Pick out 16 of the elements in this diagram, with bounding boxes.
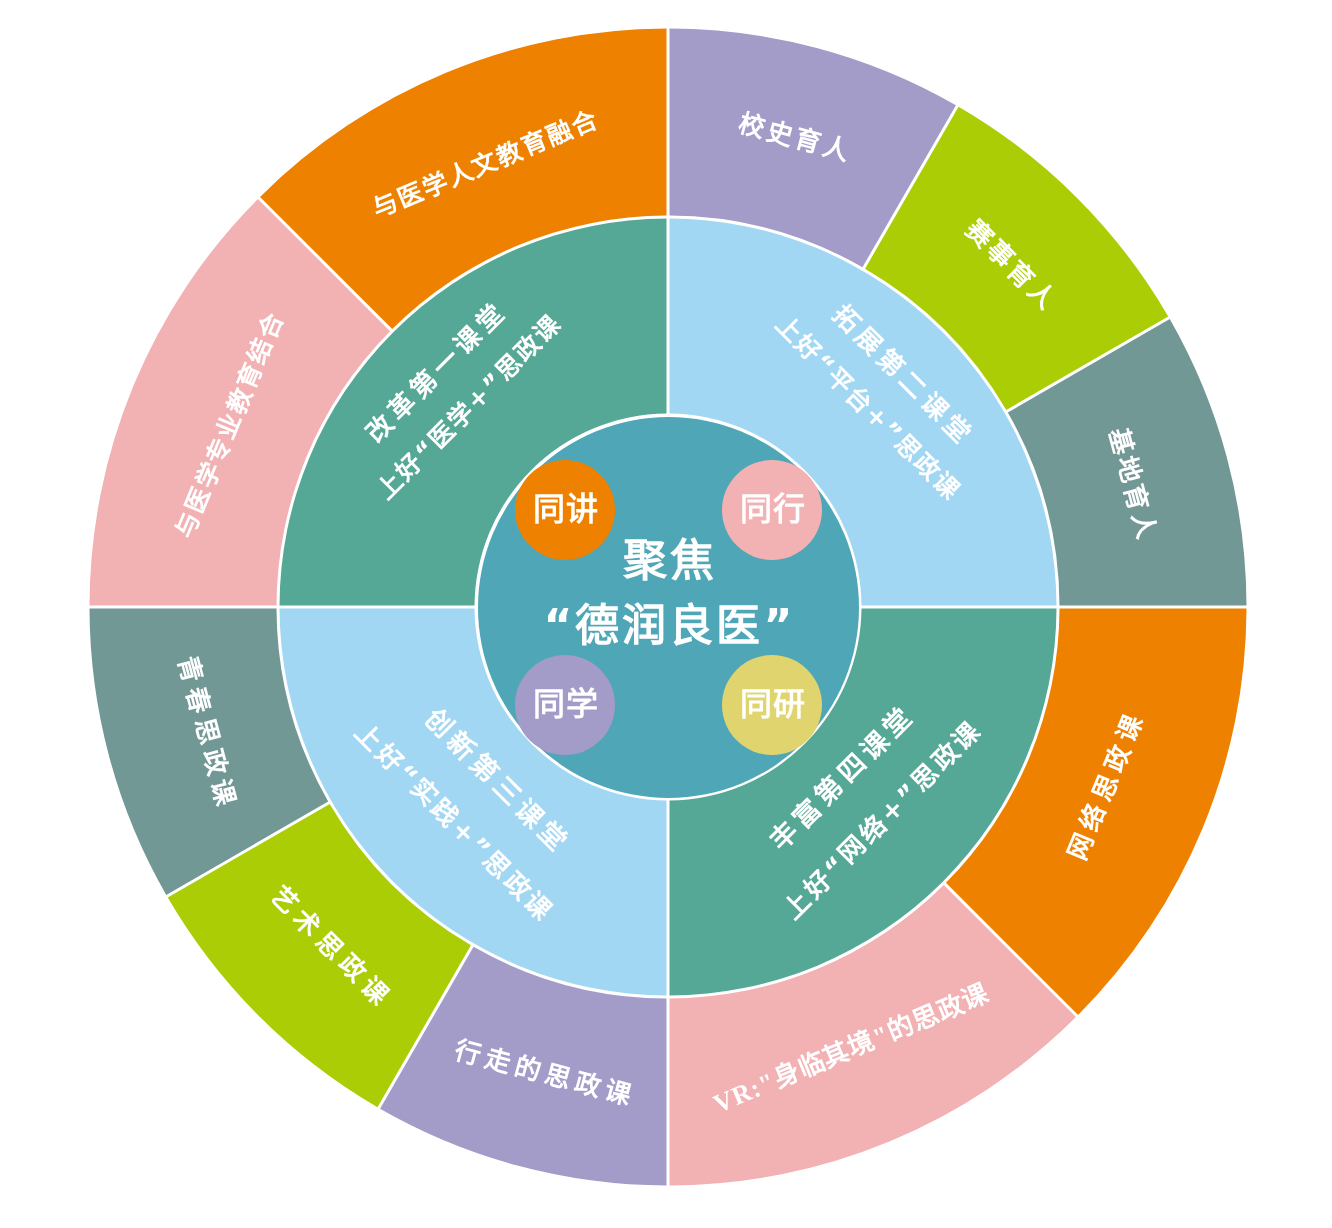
outer-ring-label: 网络思政课 — [1061, 706, 1151, 867]
outer-ring-label: 赛事育人 — [959, 213, 1062, 317]
outer-ring-label: VR:"身临其境"的思政课 — [708, 979, 994, 1119]
outer-ring-label: 基地育人 — [1103, 423, 1161, 544]
circle-label: 同研 — [738, 688, 806, 722]
center-title: 聚焦 — [621, 537, 717, 585]
outer-ring-label: 与医学专业教育结合 — [171, 307, 290, 544]
circle-label: 同学 — [531, 688, 599, 722]
circle-label: 同行 — [738, 493, 806, 527]
outer-ring-label: 艺术思政课 — [263, 879, 397, 1015]
outer-ring-label: 校史育人 — [734, 108, 855, 167]
outer-ring-label: 青春思政课 — [171, 651, 241, 815]
outer-ring-label: 行走的思政课 — [451, 1034, 639, 1111]
circle-label: 同讲 — [531, 493, 599, 527]
outer-ring-label: 与医学人文教育融合 — [366, 106, 604, 225]
center-title: “德润良医” — [542, 602, 796, 650]
